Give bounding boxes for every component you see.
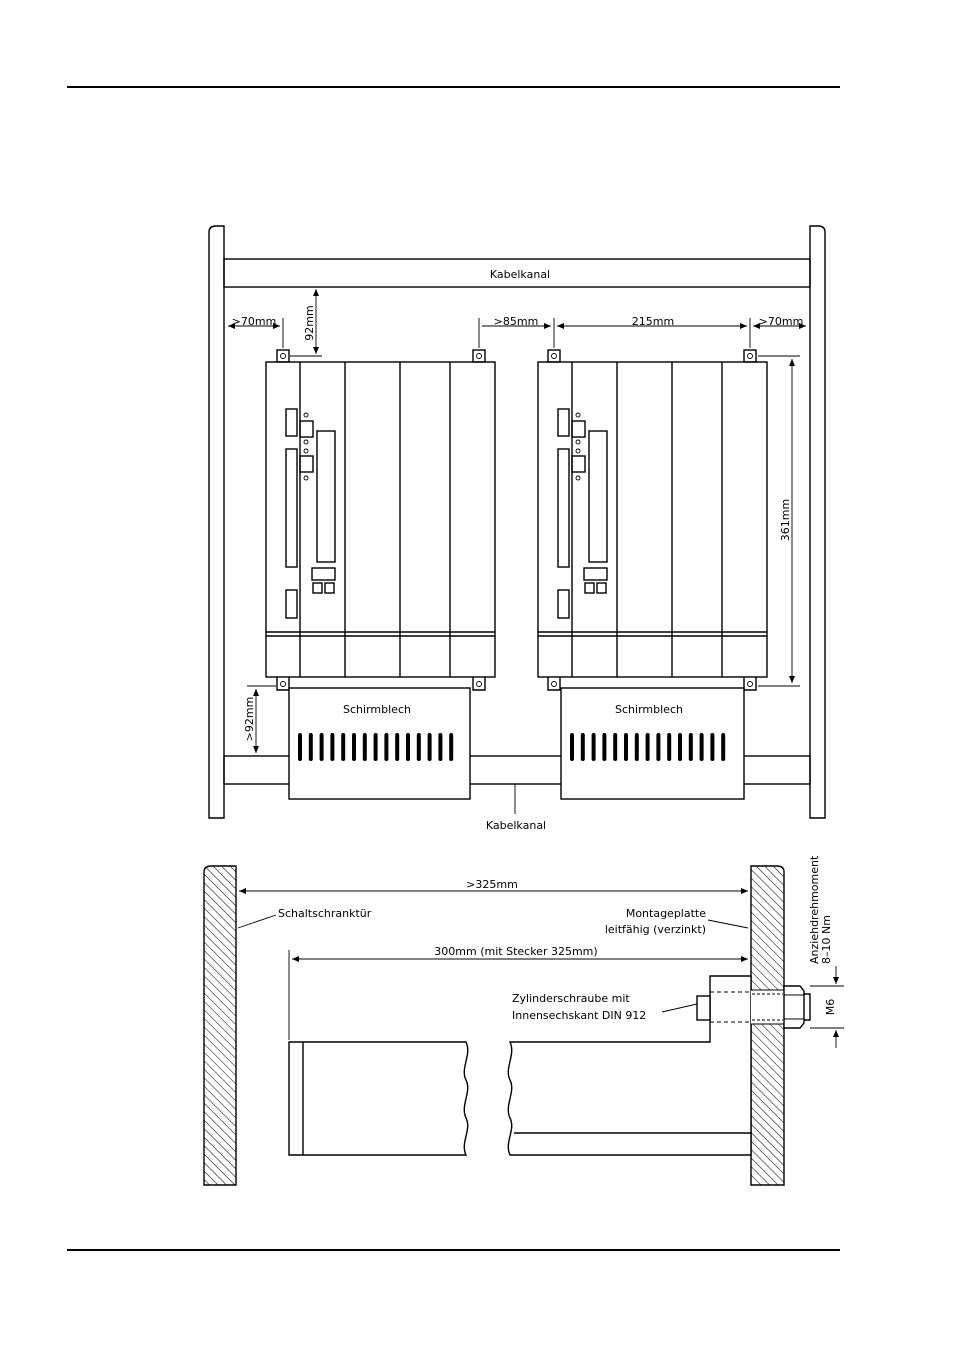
torque-label-2: 8–10 Nm [820, 915, 833, 964]
device-side-right [507, 975, 752, 1156]
vent-slot [298, 733, 302, 761]
vent-slot [580, 733, 585, 761]
shield-plate-2: Schirmblech [560, 687, 745, 800]
vent-slot [624, 733, 628, 761]
vent-slot [395, 733, 400, 761]
dim-depth-device: 300mm (mit Stecker 325mm) [434, 945, 597, 958]
screw-label-2: Innensechskant DIN 912 [512, 1009, 646, 1022]
vent-slot [678, 733, 682, 761]
vent-slot [688, 733, 693, 761]
device-side-left [288, 1041, 469, 1156]
vent-slot [330, 733, 335, 761]
vent-slot [384, 733, 389, 761]
vent-slot [438, 733, 443, 761]
dim-between: >85mm [494, 315, 539, 328]
vent-slot [721, 733, 726, 761]
vent-slot [656, 733, 661, 761]
vent-slot [570, 733, 574, 761]
dim-right-gap: >70mm [759, 315, 804, 328]
vent-slot [416, 733, 421, 761]
vent-slot [373, 733, 378, 761]
dim-width: 215mm [632, 315, 674, 328]
servo-amplifier-1 [265, 349, 496, 691]
shield-plate-1: Schirmblech [288, 687, 471, 800]
cable-duct-top-label: Kabelkanal [490, 268, 550, 281]
side-view: >325mm Schaltschranktür Montageplatte le… [203, 855, 844, 1186]
vent-slot [667, 733, 672, 761]
vent-slot [602, 733, 607, 761]
shield-plate-1-label: Schirmblech [343, 703, 411, 716]
vent-slot [710, 733, 715, 761]
plate-label-1: Montageplatte [626, 907, 706, 920]
cabinet-wall-left [208, 225, 225, 819]
vent-slot [352, 733, 356, 761]
vent-slot [341, 733, 346, 761]
vent-slot [645, 733, 650, 761]
dim-bottom-gap: >92mm [243, 697, 256, 742]
plate-label-2: leitfähig (verzinkt) [605, 923, 706, 936]
vent-slot [449, 733, 454, 761]
cabinet-door [203, 865, 237, 1186]
cabinet-wall-right [809, 225, 826, 819]
cable-duct-bottom-label: Kabelkanal [486, 819, 546, 832]
cap-screw-head [696, 995, 711, 1021]
door-label: Schaltschranktür [278, 907, 372, 920]
dim-height: 361mm [779, 499, 792, 541]
vent-slot [634, 733, 639, 761]
vent-slot [319, 733, 324, 761]
cable-duct-top [223, 258, 811, 288]
vent-slot [699, 733, 704, 761]
vent-slot [591, 733, 596, 761]
thread-label: M6 [824, 999, 837, 1016]
torque-label-1: Anziehdrehmoment [808, 855, 821, 964]
shield-plate-2-label: Schirmblech [615, 703, 683, 716]
top-view: Kabelkanal [208, 225, 826, 832]
dim-left-gap: >70mm [232, 315, 277, 328]
cable-duct-bottom [223, 755, 811, 785]
servo-amplifier-2 [537, 349, 768, 691]
dim-top-gap: 92mm [303, 305, 316, 340]
vent-slot [362, 733, 367, 761]
screw-label-1: Zylinderschraube mit [512, 992, 630, 1005]
vent-slot [613, 733, 618, 761]
dim-depth-total: >325mm [466, 878, 518, 891]
mounting-plate [750, 865, 785, 1186]
vent-slot [308, 733, 313, 761]
vent-slot [406, 733, 410, 761]
nut [783, 985, 805, 1029]
vent-slot [427, 733, 432, 761]
